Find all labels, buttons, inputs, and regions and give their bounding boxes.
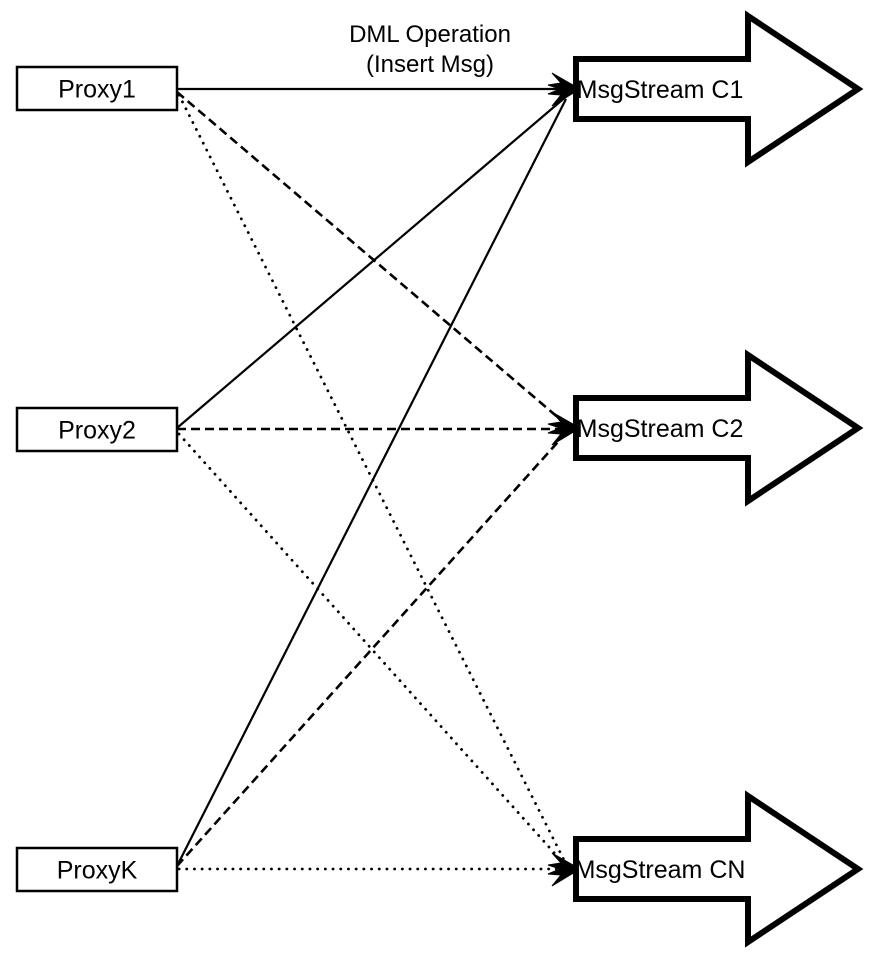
proxyk-box [15,846,179,893]
proxy1[interactable]: Proxy1 [15,65,179,112]
arrowhead-cn [547,852,581,887]
arrowhead-c2 [547,411,581,446]
caption-line-1: DML Operation [349,21,511,48]
arrowheads-layer [547,72,581,887]
msgstream-cn-label: MsgStream CN [575,856,746,884]
proxy2-label: Proxy2 [58,417,136,445]
edge-proxy1-to-c2 [176,91,569,427]
caption-line-2: (Insert Msg) [366,51,494,78]
proxy1-label: Proxy1 [58,76,136,104]
proxyk-label: ProxyK [57,857,138,885]
msgstream-c1-shape [573,10,864,168]
msgstream-c2: MsgStream C2 [573,349,864,507]
streams-layer: MsgStream C1 MsgStream C2 MsgStream CN [573,10,864,948]
proxy1-box [15,65,179,112]
proxy2[interactable]: Proxy2 [15,406,179,453]
proxyk[interactable]: ProxyK [15,846,179,893]
edges-layer [176,87,572,871]
dml-operation-caption: DML Operation (Insert Msg) [349,21,511,78]
msgstream-c2-label: MsgStream C2 [577,415,744,443]
edge-proxyk-to-c1 [176,98,567,867]
msgstream-c1-label: MsgStream C1 [577,76,744,104]
proxy2-box [15,406,179,453]
msgstream-cn: MsgStream CN [573,790,864,948]
msgstream-c1: MsgStream C1 [573,10,864,168]
msgstream-c2-shape [573,349,864,507]
edge-proxy2-to-c1 [176,94,569,429]
arrowhead-c1 [547,72,581,107]
msgstream-cn-shape [573,790,864,948]
